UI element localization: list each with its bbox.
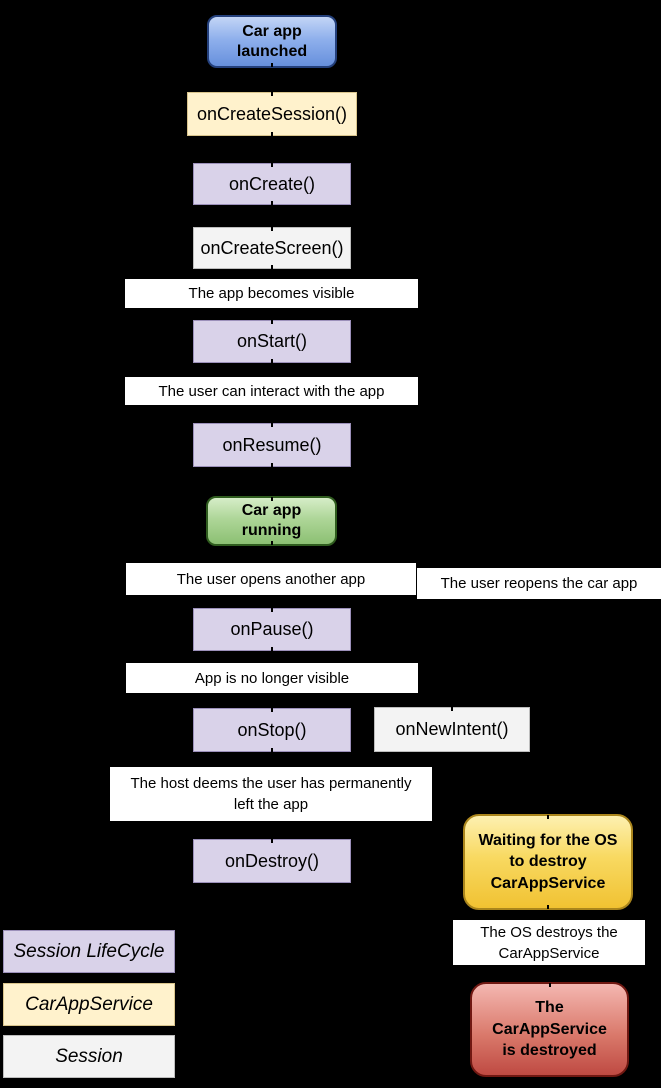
call-onnewintent: onNewIntent() [374, 707, 530, 752]
state-carappservice-destroyed: The CarAppService is destroyed [470, 982, 629, 1077]
call-onpause: onPause() [193, 608, 351, 651]
call-ondestroy: onDestroy() [193, 839, 351, 883]
legend-item-carappservice: CarAppService [3, 983, 175, 1026]
state-waiting-os-destroy: Waiting for the OS to destroy CarAppServ… [463, 814, 633, 910]
event-app-no-longer-visible: App is no longer visible [126, 663, 418, 693]
event-os-destroys-carappservice: The OS destroys the CarAppService [453, 920, 645, 965]
call-onstop: onStop() [193, 708, 351, 752]
state-car-app-launched: Car app launched [207, 15, 337, 68]
state-car-app-running: Car app running [206, 496, 337, 546]
call-oncreatesession: onCreateSession() [187, 92, 357, 136]
call-oncreatescreen: onCreateScreen() [193, 227, 351, 269]
event-user-can-interact: The user can interact with the app [125, 377, 418, 405]
call-oncreate: onCreate() [193, 163, 351, 205]
event-user-reopens-car-app: The user reopens the car app [417, 568, 661, 599]
legend-item-session: Session [3, 1035, 175, 1078]
call-onresume: onResume() [193, 423, 351, 467]
event-user-opens-another-app: The user opens another app [126, 563, 416, 595]
call-onstart: onStart() [193, 320, 351, 363]
event-app-becomes-visible: The app becomes visible [125, 279, 418, 308]
event-host-deems-user-left: The host deems the user has permanently … [110, 767, 432, 821]
legend-item-session-lifecycle: Session LifeCycle [3, 930, 175, 973]
